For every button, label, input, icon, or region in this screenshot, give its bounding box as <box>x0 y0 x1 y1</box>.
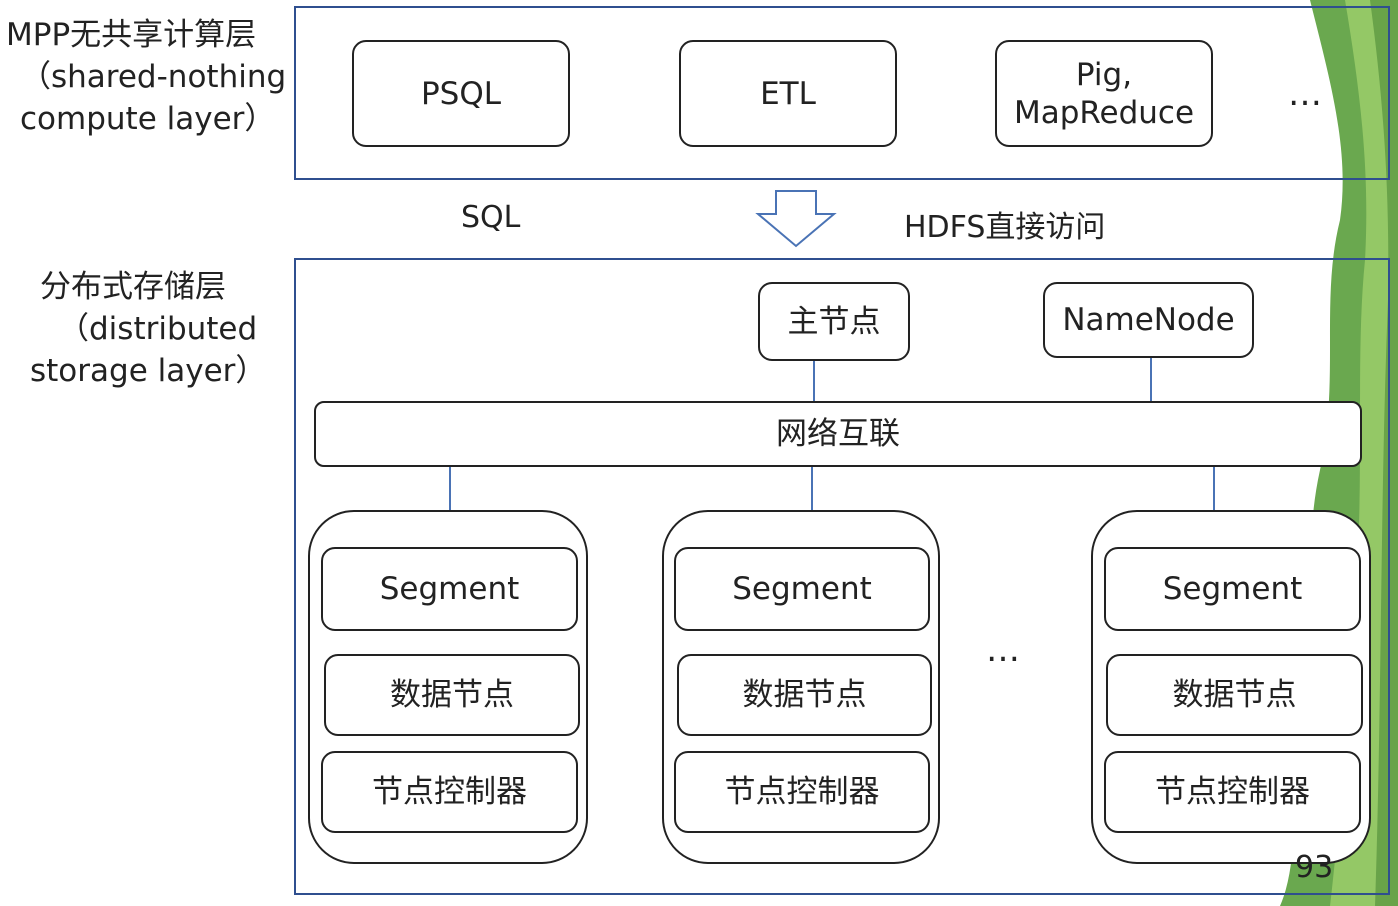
compute-layer-label-en-2: compute layer） <box>20 101 276 137</box>
segment-connector-1 <box>449 467 451 511</box>
storage-layer-label-en-2: storage layer） <box>30 353 267 389</box>
engine-etl: ETL <box>679 40 897 147</box>
namenode: NameNode <box>1043 282 1254 358</box>
storage-layer-label: 分布式存储层 （distributed storage layer） <box>30 266 266 392</box>
compute-layer-label: MPP无共享计算层 （shared-nothing compute layer） <box>6 14 286 140</box>
network-interconnect: 网络互联 <box>314 401 1362 467</box>
compute-layer-label-en-1: （shared-nothing <box>20 59 287 95</box>
namenode-connector <box>1150 358 1152 401</box>
segment-box: Segment <box>321 547 578 631</box>
segment-box: Segment <box>674 547 930 631</box>
segment-connector-2 <box>811 467 813 511</box>
data-node-box: 数据节点 <box>1106 654 1363 736</box>
data-node-box: 数据节点 <box>677 654 932 736</box>
master-node: 主节点 <box>758 282 910 361</box>
segment-box: Segment <box>1104 547 1361 631</box>
engine-pig-mapreduce: Pig, MapReduce <box>995 40 1213 147</box>
down-arrow-icon <box>755 190 837 248</box>
data-node-box: 数据节点 <box>324 654 580 736</box>
node-controller-box: 节点控制器 <box>1104 751 1361 833</box>
segment-more-ellipsis: … <box>986 630 1022 670</box>
hdfs-direct-access-label: HDFS直接访问 <box>904 210 1106 245</box>
page-number: 93 <box>1295 850 1334 885</box>
compute-layer-label-cn: MPP无共享计算层 <box>6 17 257 53</box>
sql-label: SQL <box>461 200 521 235</box>
compute-more-ellipsis: … <box>1288 74 1324 114</box>
node-controller-box: 节点控制器 <box>674 751 930 833</box>
storage-layer-label-en-1: （distributed <box>58 311 258 347</box>
node-controller-box: 节点控制器 <box>321 751 578 833</box>
storage-layer-label-cn: 分布式存储层 <box>40 269 226 305</box>
compute-layer-frame <box>294 6 1390 180</box>
engine-psql: PSQL <box>352 40 570 147</box>
segment-connector-3 <box>1213 467 1215 511</box>
storage-layer-frame <box>294 258 1390 895</box>
master-connector <box>813 361 815 401</box>
